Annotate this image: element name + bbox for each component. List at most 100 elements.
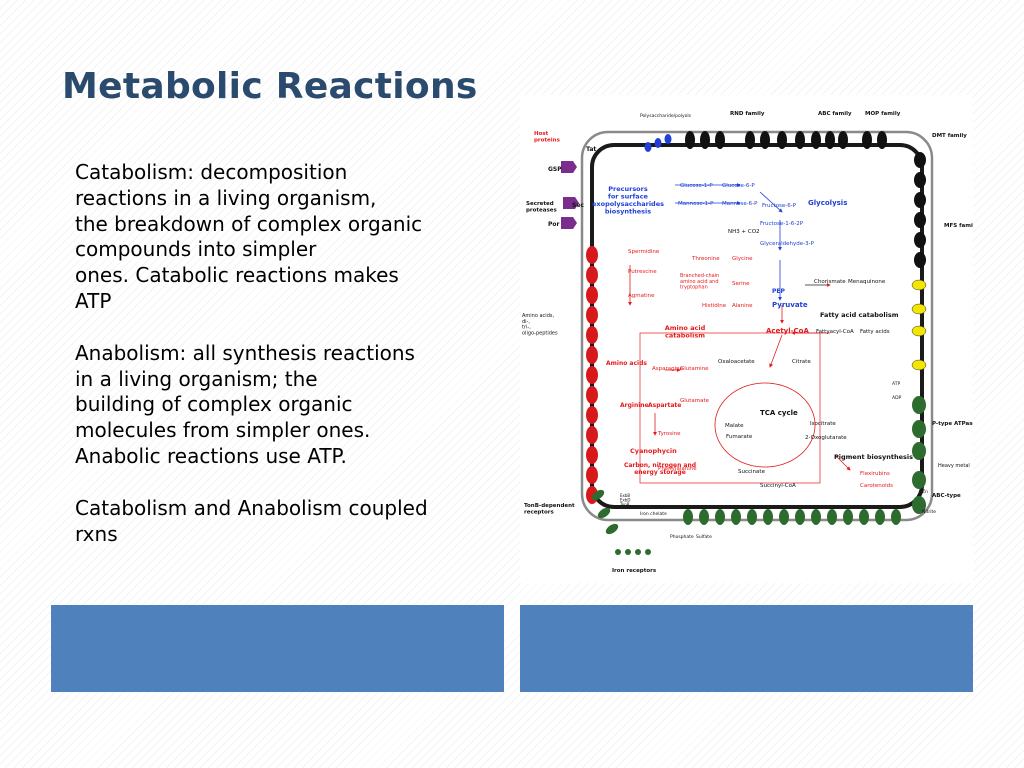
label-aspartate: Aspartate (648, 402, 681, 409)
secretion-system-2 (563, 197, 579, 209)
label-pigment-biosynthesis: Pigment biosynthesis (834, 453, 913, 461)
footer-bar-right (520, 605, 973, 692)
label-acetyl-coa: Acetyl-CoA (766, 327, 809, 335)
label-spermidine: Spermidine (628, 249, 660, 255)
bottom-transporter-10 (827, 509, 837, 525)
right-transporter-6 (914, 252, 926, 268)
top-transporter-6 (777, 131, 787, 149)
label-malate: Malate (725, 423, 744, 429)
label-rnd-family: RND family (730, 111, 765, 117)
label-isocitrate: Isocitrate (810, 421, 836, 427)
text-line: ATP (75, 288, 112, 313)
label-mop-family: MOP family (865, 111, 901, 117)
right-transporter-1 (914, 152, 926, 168)
label-dmt-family: DMT family (932, 133, 967, 139)
footer-bar-left (51, 605, 504, 692)
bottom-transporter-11 (843, 509, 853, 525)
left-transporter-2 (586, 266, 598, 284)
label-glycine: Glycine (732, 256, 753, 262)
label-heavy-metal: Heavy metal (938, 463, 970, 469)
text-line: ones. Catabolic reactions makes (75, 263, 399, 288)
fructose-arrow (759, 191, 783, 213)
right-transporter-4 (914, 212, 926, 228)
tonb-receptor-1 (591, 489, 605, 501)
label-fructose-6p: Fructose-6-P (762, 203, 797, 209)
text-line: reactions in a living organism, (75, 185, 377, 210)
bottom-transporter-1 (683, 509, 693, 525)
anabolism-paragraph: Anabolism: all synthesis reactions in a … (75, 341, 505, 470)
acetyl-coa-arrow (769, 334, 783, 368)
label-succinate: Succinate (738, 469, 766, 475)
bottom-transporter-4 (731, 509, 741, 525)
left-transporter-4 (586, 306, 598, 324)
label-asparagine: Asparagine (652, 366, 684, 372)
top-transporter-12 (877, 131, 887, 149)
bottom-transporter-2 (699, 509, 709, 525)
label-polysaccharides: Polysaccharide/polyols (640, 113, 692, 119)
left-transporter-1 (586, 246, 598, 264)
label-sulfate: Sulfate (696, 534, 712, 540)
label-glucose-1p: Glucose-1-P (680, 183, 713, 189)
secretion-system-3 (561, 217, 577, 229)
coupled-paragraph: Catabolism and Anabolism coupled rxns (75, 496, 505, 548)
label-fatty-acyl-coa: Fattyacyl-CoA (816, 329, 854, 335)
label-fructose-16: Fructose-1-6-2P (760, 221, 804, 227)
left-transporter-10 (586, 426, 598, 444)
left-transporter-11 (586, 446, 598, 464)
label-glutamine: Glutamine (680, 366, 709, 372)
left-transporter-9 (586, 406, 598, 424)
label-amino-acids: Amino acids (606, 360, 647, 367)
right-channel-3 (911, 325, 927, 337)
label-iron-receptors: Iron receptors (612, 568, 657, 574)
left-transporter-6 (586, 346, 598, 364)
bottom-transporter-13 (875, 509, 885, 525)
text-line: in a living organism; the (75, 366, 318, 391)
label-glucose-6p: Glucose-6-P (722, 183, 755, 189)
text-line: molecules from simpler ones. (75, 418, 371, 443)
label-nh3-co2: NH3 + CO2 (728, 229, 760, 235)
label-abc-type: ABC-type (932, 493, 961, 499)
label-nitrite: Nitrite (922, 509, 936, 515)
top-transporter-2 (700, 131, 710, 149)
top-transporter-10 (838, 131, 848, 149)
label-arginine: Arginine (620, 402, 649, 409)
polysaccharide-channel-1 (644, 142, 652, 152)
label-tyrosine: Tyrosine (657, 431, 681, 437)
tonb-receptor-3 (605, 523, 619, 535)
text-line: the breakdown of complex organic (75, 211, 423, 236)
label-pep: PEP (772, 288, 785, 295)
label-fatty-acids: Fatty acids (860, 329, 890, 335)
right-channel-4 (911, 359, 927, 371)
right-transporter-5 (914, 232, 926, 248)
left-transporter-12 (586, 466, 598, 484)
left-transporter-5 (586, 326, 598, 344)
label-glutamate: Glutamate (680, 398, 710, 404)
label-sec: Sec (572, 202, 584, 209)
right-atpase-5 (912, 496, 926, 514)
right-atpase-2 (912, 420, 926, 438)
label-histidine: Histidine (702, 303, 727, 309)
top-transporter-5 (760, 131, 770, 149)
amino-acid-box (639, 332, 821, 484)
iron-receptor-2 (625, 549, 631, 555)
label-tat: Tat (586, 146, 596, 153)
left-transporter-3 (586, 286, 598, 304)
text-line: Catabolism and Anabolism coupled (75, 495, 428, 520)
label-por: Por (548, 221, 560, 228)
bottom-transporter-14 (891, 509, 901, 525)
label-agmatine: Agmatine (628, 293, 655, 299)
label-glyceraldehyde: Glyceraldehyde-3-P (760, 241, 815, 247)
label-alanine: Alanine (732, 303, 753, 309)
text-line: compounds into simpler (75, 237, 317, 262)
label-citrate: Citrate (792, 359, 811, 365)
label-phosphate: Phosphate (670, 534, 694, 540)
bottom-transporter-5 (747, 509, 757, 525)
label-pyruvate: Pyruvate (772, 301, 808, 309)
right-transporter-2 (914, 172, 926, 188)
outer-membrane (580, 130, 934, 522)
label-amino-acids-in: Amino acids,di-,tri-,oligo-peptides (522, 313, 558, 336)
